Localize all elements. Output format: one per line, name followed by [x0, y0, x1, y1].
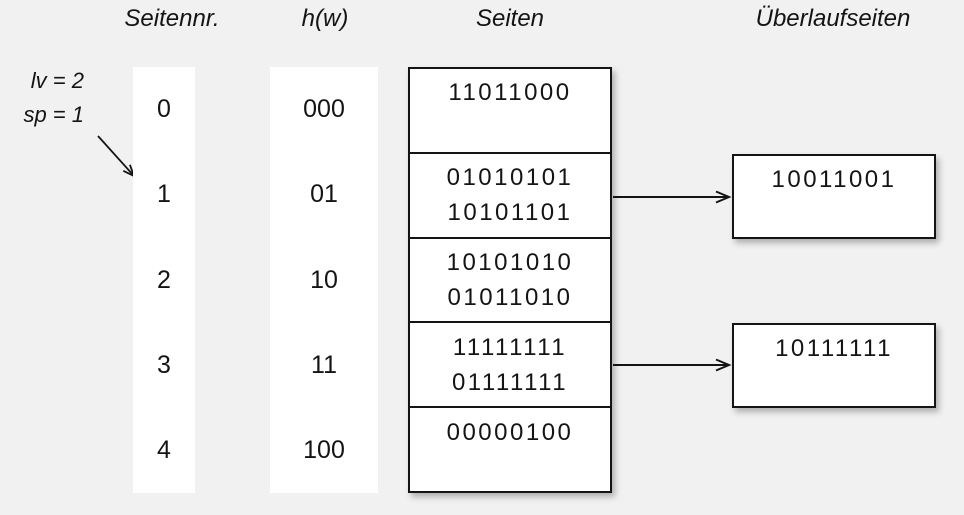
overflow-arrow-row1-head-icon: [715, 190, 732, 204]
page-number-3: 3: [157, 350, 171, 379]
page-entry: 00000100: [446, 418, 574, 446]
overflow-entry-empty: [734, 197, 934, 232]
split-pointer-value: sp = 1: [23, 102, 84, 127]
overflow-entry: 10011001: [771, 165, 897, 193]
page-number-1: 1: [157, 180, 171, 209]
overflow-box-row3: 10111111: [732, 323, 936, 408]
header-ueberlaufseiten: Überlaufseiten: [755, 5, 911, 32]
page-entry: 01010101: [446, 164, 574, 192]
page-box-1: 01010101 10101101: [410, 151, 610, 237]
state-annotation: lv = 2 sp = 1: [4, 64, 84, 132]
overflow-entry: 10111111: [775, 334, 893, 362]
page-number-4: 4: [157, 435, 171, 464]
page-box-4: 00000100: [410, 406, 610, 491]
page-number-2: 2: [157, 265, 171, 294]
page-box-2: 10101010 01011010: [410, 236, 610, 322]
page-number-0: 0: [157, 95, 171, 124]
hash-value-column: 000 01 10 11 100: [270, 67, 378, 493]
hash-value-4: 100: [303, 435, 345, 464]
page-box-0: 11011000: [410, 69, 610, 152]
overflow-entry-empty: [734, 366, 934, 401]
overflow-box-row1: 10011001: [732, 154, 936, 239]
header-seiten: Seiten: [475, 5, 545, 32]
hash-value-0: 000: [303, 95, 345, 124]
hash-value-2: 10: [310, 265, 338, 294]
header-seitennr: Seitennr.: [124, 5, 220, 32]
pages-stack: 11011000 01010101 10101101 10101010 0101…: [408, 67, 612, 493]
overflow-arrow-row3: [613, 358, 732, 372]
page-entry: [410, 450, 610, 485]
page-entry: 11111111: [452, 333, 568, 361]
page-entry: 01111111: [451, 368, 569, 396]
page-entry: 11011000: [448, 79, 572, 107]
seitennr-column: 0 1 2 3 4: [133, 67, 195, 493]
overflow-arrow-row3-head-icon: [715, 358, 732, 372]
header-hw: h(w): [301, 5, 349, 32]
page-entry: [410, 110, 610, 145]
page-box-3: 11111111 01111111: [410, 321, 610, 406]
page-entry: 01011010: [447, 283, 573, 311]
overflow-arrow-row1: [613, 190, 732, 204]
level-value: lv = 2: [30, 68, 84, 93]
hash-value-3: 11: [311, 350, 337, 379]
split-pointer-arrow-line: [97, 135, 135, 177]
hash-value-1: 01: [310, 180, 338, 209]
page-entry: 10101101: [447, 199, 573, 227]
page-entry: 10101010: [446, 248, 574, 276]
